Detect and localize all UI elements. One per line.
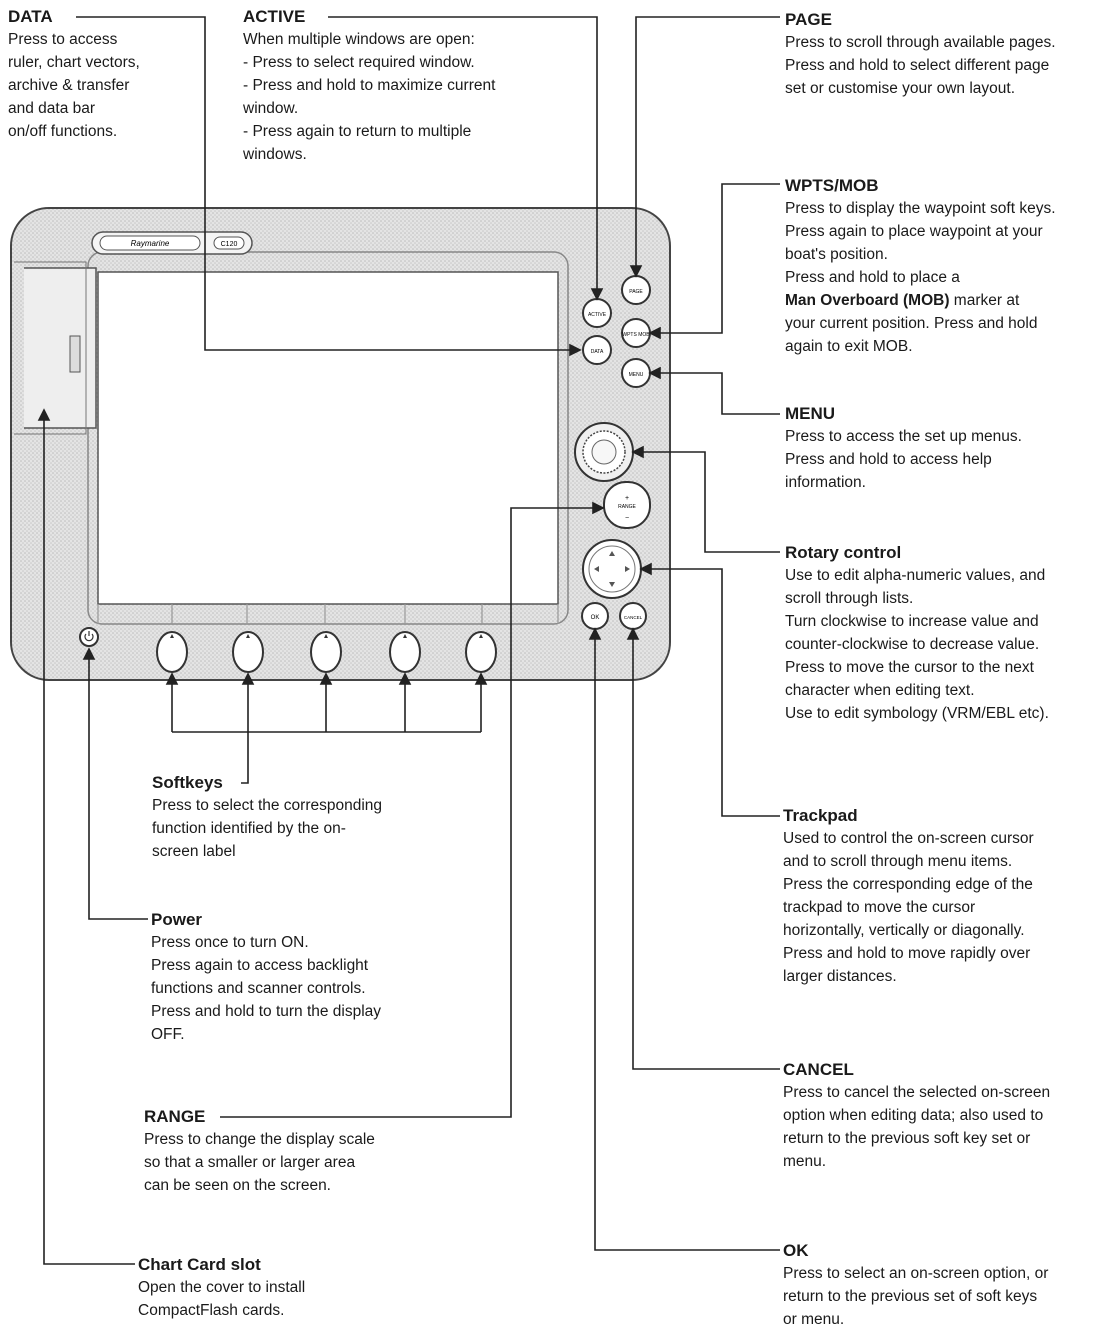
- callout-ok: OK Press to select an on-screen option, …: [783, 1241, 1049, 1328]
- callout-rotary-control: Rotary control Use to edit alpha-numeric…: [785, 543, 1049, 722]
- callout-title: PAGE: [785, 10, 832, 29]
- softkeys[interactable]: [156, 631, 497, 673]
- data-button[interactable]: DATA: [582, 335, 612, 365]
- callout-power: Power Press once to turn ON. Press again…: [151, 910, 382, 1043]
- range-button[interactable]: + RANGE −: [603, 481, 651, 529]
- callout-data: DATA Press to access ruler, chart vector…: [8, 7, 140, 140]
- callout-page: PAGE Press to scroll through available p…: [785, 10, 1056, 97]
- chart-card-slot[interactable]: [14, 261, 97, 435]
- brand-name: Raymarine: [131, 239, 170, 248]
- screen: [97, 271, 559, 605]
- callout-title: Softkeys: [152, 773, 223, 792]
- callout-title: MENU: [785, 404, 836, 423]
- svg-text:RANGE: RANGE: [618, 504, 636, 510]
- softkey-3: [310, 631, 342, 673]
- wpts-mob-button[interactable]: WPTS MOB: [621, 318, 651, 348]
- svg-text:WPTS MOB: WPTS MOB: [622, 332, 650, 338]
- callout-title: Rotary control: [785, 543, 902, 562]
- callout-title: CANCEL: [783, 1060, 854, 1079]
- callout-range: RANGE Press to change the display scale …: [144, 1107, 375, 1194]
- range-minus-icon: −: [625, 515, 629, 522]
- svg-text:OK: OK: [591, 615, 600, 621]
- softkey-5: [465, 631, 497, 673]
- softkey-2: [232, 631, 264, 673]
- trackpad[interactable]: [582, 539, 642, 599]
- range-plus-icon: +: [625, 495, 629, 502]
- softkey-4: [389, 631, 421, 673]
- cancel-button[interactable]: CANCEL: [619, 602, 647, 630]
- power-icon: [84, 631, 94, 642]
- ok-button[interactable]: OK: [581, 602, 609, 630]
- display-unit: Raymarine C120 ACTIVE PAGE WPTS MOB DATA: [10, 207, 671, 681]
- menu-button[interactable]: MENU: [621, 358, 651, 388]
- callout-wpts-mob: WPTS/MOB Press to display the waypoint s…: [785, 176, 1056, 355]
- callout-trackpad: Trackpad Used to control the on-screen c…: [783, 806, 1034, 985]
- softkey-1: [156, 631, 188, 673]
- callout-title: ACTIVE: [243, 7, 306, 26]
- svg-text:MENU: MENU: [629, 372, 644, 378]
- callout-title: RANGE: [144, 1107, 206, 1126]
- page-button[interactable]: PAGE: [621, 275, 651, 305]
- svg-text:DATA: DATA: [591, 349, 604, 355]
- active-button[interactable]: ACTIVE: [582, 298, 612, 328]
- svg-text:PAGE: PAGE: [629, 289, 643, 295]
- callout-title: Chart Card slot: [138, 1255, 261, 1274]
- brand-badge: Raymarine C120: [91, 231, 253, 255]
- callout-cancel: CANCEL Press to cancel the selected on-s…: [783, 1060, 1051, 1170]
- callout-title: DATA: [8, 7, 53, 26]
- callout-title: WPTS/MOB: [785, 176, 879, 195]
- brand-model: C120: [221, 241, 238, 248]
- callout-title: Power: [151, 910, 203, 929]
- callout-chart-card-slot: Chart Card slot Open the cover to instal…: [138, 1255, 306, 1319]
- rotary-control[interactable]: [574, 422, 634, 482]
- callout-title: Trackpad: [783, 806, 858, 825]
- power-button[interactable]: [79, 627, 99, 647]
- callout-menu: MENU Press to access the set up menus. P…: [785, 404, 1022, 491]
- callout-active: ACTIVE When multiple windows are open: -…: [243, 7, 496, 163]
- callout-title: OK: [783, 1241, 809, 1260]
- svg-text:ACTIVE: ACTIVE: [588, 312, 607, 318]
- svg-text:CANCEL: CANCEL: [624, 615, 643, 620]
- leader-lines: [37, 16, 780, 1265]
- callout-softkeys: Softkeys Press to select the correspondi…: [152, 773, 383, 860]
